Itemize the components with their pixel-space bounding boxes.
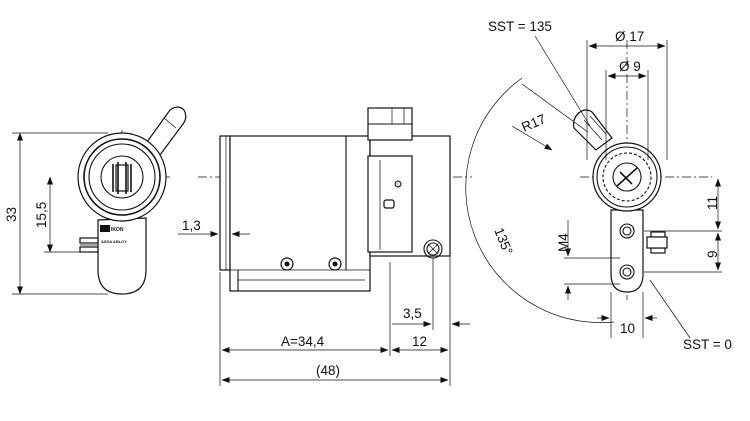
dim-a: A=34,4 [281, 334, 325, 349]
main-body [229, 135, 371, 292]
dim-12: 12 [412, 334, 427, 349]
rear-body-profile [610, 209, 644, 293]
keyway-plug [100, 155, 144, 199]
keyway [112, 162, 132, 194]
dim-10: 10 [620, 321, 635, 336]
dim-15-5: 15,5 [34, 202, 49, 228]
rear-plug [612, 162, 642, 192]
side-view: 1,3 3,5 A=34,4 12 (48) [178, 107, 472, 386]
cylinder-head-outer [77, 132, 167, 222]
dim-9: 9 [705, 250, 720, 258]
cam-lever [146, 106, 187, 156]
angle-label: 135° [491, 226, 515, 258]
dim-11: 11 [705, 196, 720, 210]
rear-cam-slot [616, 167, 638, 187]
brand-sub: ASSA ABLOY [101, 239, 127, 244]
cylinder-head-ring [83, 138, 161, 216]
set-screw [383, 199, 395, 209]
dim-33: 33 [4, 207, 19, 222]
dim-d9: Ø 9 [619, 59, 641, 74]
rear-view: Ø 17 Ø 9 SST = 135 R17 135° M4 11 9 [465, 19, 732, 352]
sst-135-leader [534, 35, 591, 127]
front-view: IKON ASSA ABLOY 33 15,5 [4, 106, 187, 295]
rotation-arc [465, 77, 615, 323]
cylinder-body-profile [97, 217, 147, 295]
sst-135-label: SST = 135 [488, 19, 552, 34]
thread-label: M4 [556, 233, 571, 252]
dim-1-3: 1,3 [182, 218, 201, 233]
ikon-logo-mark [100, 225, 110, 232]
dim-3-5: 3,5 [403, 306, 422, 321]
sst-0-label: SST = 0 [683, 337, 732, 352]
dim-d17: Ø 17 [615, 29, 644, 44]
radius-label: R17 [519, 111, 548, 134]
front-flange [219, 135, 231, 271]
cam-slot [367, 155, 413, 253]
sst-0-leader [649, 279, 691, 339]
dim-48: (48) [316, 363, 340, 378]
side-screw [79, 237, 99, 253]
brand-logo: IKON [111, 227, 124, 233]
